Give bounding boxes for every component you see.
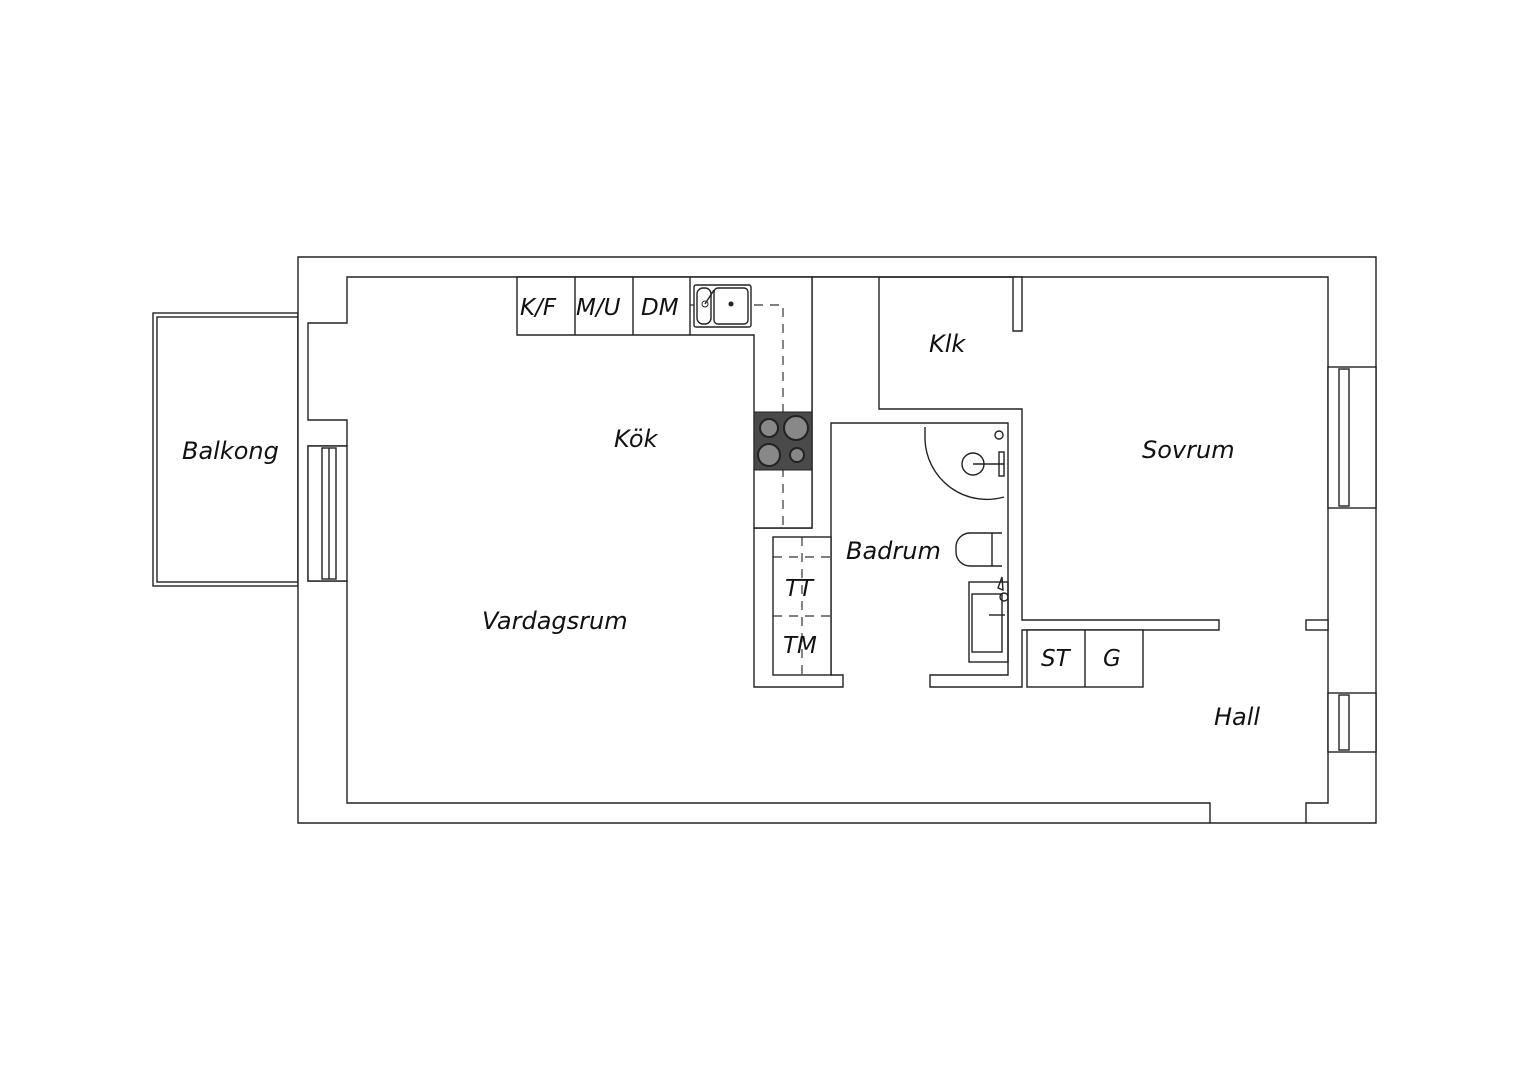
fixture-label-kf: K/F: [520, 295, 557, 321]
laundry-cabinet: [772, 536, 832, 676]
fixture-label-mu: M/U: [576, 295, 621, 321]
room-label-sovrum: Sovrum: [1142, 436, 1235, 464]
toilet-icon: [955, 532, 1002, 567]
room-label-klk: Klk: [929, 330, 966, 358]
fixture-label-tt: TT: [785, 576, 815, 602]
room-label-kok: Kök: [614, 425, 659, 453]
fixture-label-tm: TM: [783, 633, 817, 659]
stove-icon: [753, 411, 813, 471]
interior-walls: [753, 276, 1329, 688]
room-label-balkong: Balkong: [182, 437, 279, 465]
fixture-label-dm: DM: [641, 295, 679, 321]
balcony-door: [307, 445, 348, 582]
washbasin-icon: [968, 576, 1009, 663]
sink-icon: [693, 284, 752, 328]
room-label-vardagsrum: Vardagsrum: [482, 607, 628, 635]
shower-icon: [924, 427, 1005, 501]
storage-cabinet: [1026, 629, 1144, 688]
exterior-walls: [297, 256, 1377, 824]
fixture-label-g: G: [1103, 646, 1121, 672]
room-label-badrum: Badrum: [846, 537, 941, 565]
fixture-label-st: ST: [1041, 646, 1072, 672]
room-label-hall: Hall: [1214, 703, 1260, 731]
